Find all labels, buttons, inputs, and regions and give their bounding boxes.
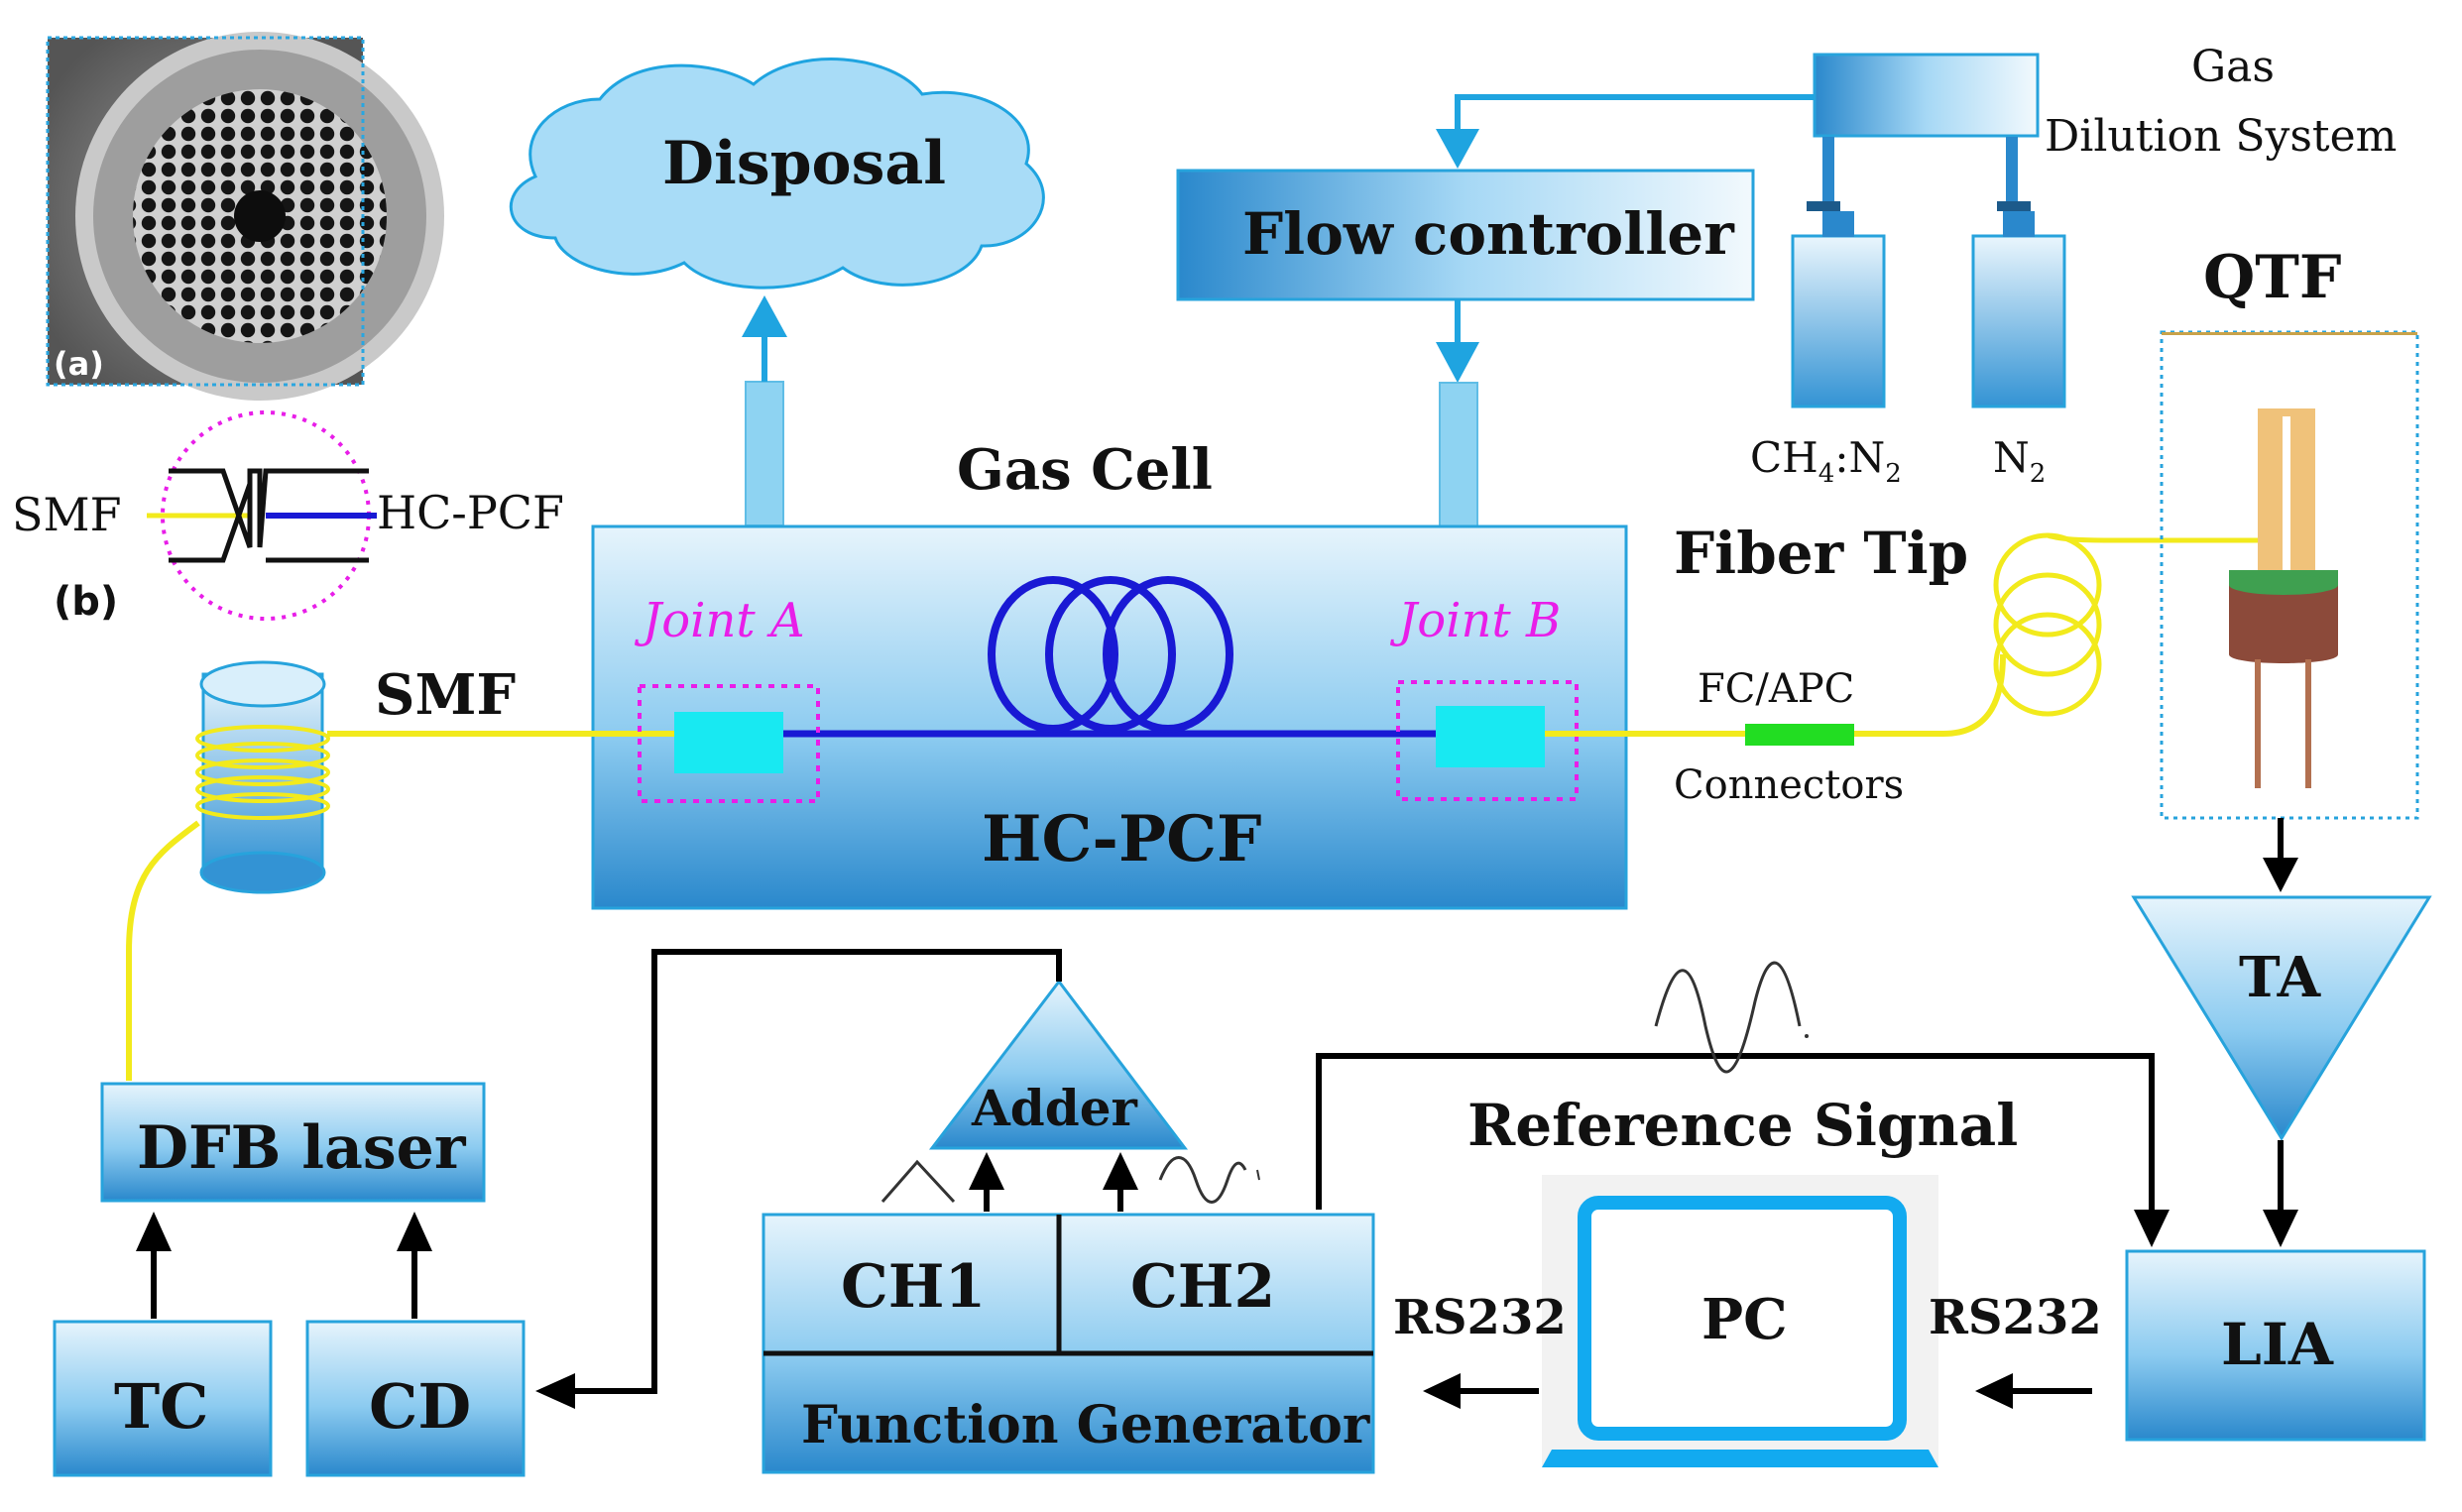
dfb-laser-label: DFB laser	[137, 1113, 467, 1183]
connectors-label: Connectors	[1674, 762, 1904, 808]
disposal-label: Disposal	[662, 129, 946, 198]
ta-amplifier	[2131, 895, 2432, 1141]
joint-b-box	[1396, 680, 1579, 801]
joint-a-box	[638, 684, 820, 803]
n2-cylinder	[1971, 234, 2066, 408]
gas-cell-label: Gas Cell	[957, 437, 1213, 503]
reference-signal-label: Reference Signal	[1467, 1092, 2018, 1159]
fiber-collimator	[195, 660, 330, 894]
quartz-tuning-fork	[2229, 408, 2338, 788]
flow-down-arrow	[1436, 342, 1479, 383]
triangle-wave	[880, 1159, 956, 1204]
pc-laptop: PC	[1542, 1175, 1938, 1467]
lia-label: LIA	[2221, 1311, 2334, 1378]
inset-hcpcf-label: HC-PCF	[377, 486, 564, 539]
fc-apc-label: FC/APC	[1698, 666, 1854, 712]
ch1-label: CH1	[841, 1252, 986, 1322]
dfb-laser-box	[100, 1082, 486, 1203]
rs232-left-label: RS232	[1393, 1290, 1567, 1345]
rs232-right-label: RS232	[1929, 1290, 2102, 1345]
splice-inset: SMF HC-PCF (b)	[12, 410, 564, 625]
sem-inset: (a)	[46, 32, 444, 401]
inlet-pipe	[1439, 382, 1478, 527]
laser-fiber	[126, 820, 200, 1081]
joint-a-label: Joint A	[634, 593, 805, 648]
fiber-coil-output	[1993, 532, 2271, 717]
qtf-label: QTF	[2203, 243, 2342, 312]
joint-b-label: Joint B	[1389, 593, 1561, 648]
fiber-tip-label: Fiber Tip	[1674, 520, 1968, 587]
flow-controller-label: Flow controller	[1242, 200, 1735, 268]
flow-controller-box	[1176, 169, 1755, 301]
ch2-label: CH2	[1130, 1252, 1275, 1322]
reference-wave	[1654, 961, 1802, 1074]
fc-apc-connector	[1745, 724, 1854, 746]
hcpcf-cell-label: HC-PCF	[982, 802, 1261, 876]
tc-box	[53, 1320, 273, 1477]
fiber-coil	[988, 576, 1233, 733]
ta-label: TA	[2239, 945, 2322, 1010]
function-generator-box	[762, 1213, 1375, 1474]
inset-a-label: (a)	[54, 345, 104, 383]
sine-wave	[1158, 1156, 1247, 1204]
smf-label: SMF	[375, 662, 516, 728]
cd-label: CD	[369, 1370, 471, 1443]
function-generator-label: Function Generator	[801, 1395, 1370, 1455]
adder	[928, 979, 1189, 1150]
disposal-cloud: Disposal	[509, 58, 1045, 290]
ch4-n2-label: CH4:N2	[1750, 433, 1902, 489]
outlet-arrow	[742, 295, 787, 337]
ch4-cylinder	[1791, 234, 1886, 408]
inset-b-label: (b)	[54, 579, 118, 625]
pc-label: PC	[1701, 1287, 1788, 1352]
cd-box	[305, 1320, 526, 1477]
n2-label: N2	[1993, 433, 2046, 489]
gas-supply-arrow	[1436, 129, 1479, 169]
outlet-pipe	[745, 381, 784, 526]
gas-dilution-system: Gas Dilution System CH4:N2 N2	[1750, 42, 2397, 489]
adder-label: Adder	[971, 1079, 1138, 1137]
joint-a-connector	[674, 712, 783, 773]
lia-box	[2125, 1249, 2426, 1442]
inset-smf-label: SMF	[12, 488, 122, 541]
gas-label: Gas	[2191, 42, 2275, 92]
joint-b-connector	[1436, 706, 1545, 767]
dilution-system-label: Dilution System	[2045, 111, 2397, 162]
tc-label: TC	[114, 1370, 208, 1443]
